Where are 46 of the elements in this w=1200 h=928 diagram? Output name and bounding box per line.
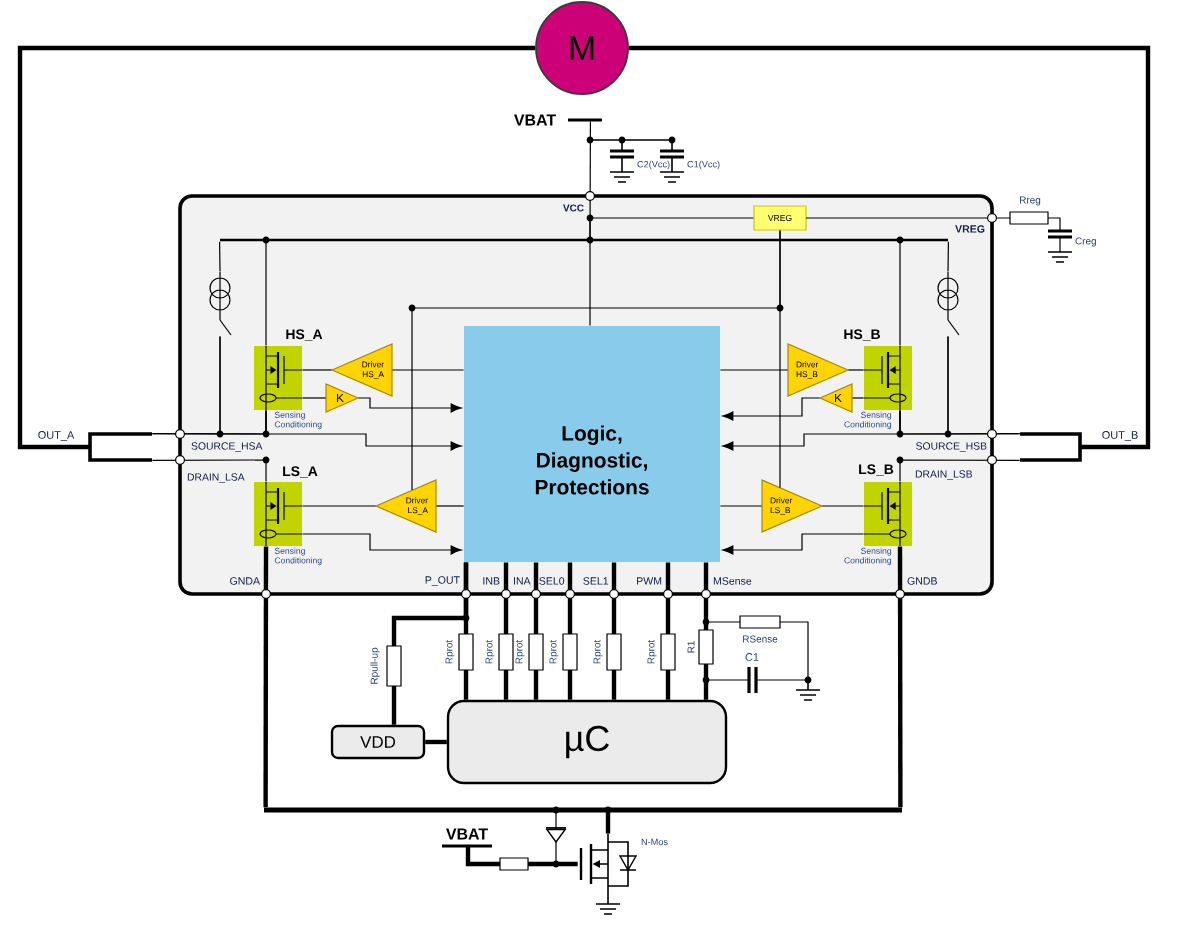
wire (17, 45, 536, 450)
wire (425, 739, 447, 745)
wire (611, 562, 617, 700)
wire (219, 241, 221, 273)
wire (628, 45, 1151, 450)
wire (779, 230, 781, 488)
wire (465, 846, 578, 867)
wire (503, 562, 509, 700)
wire (151, 459, 267, 483)
wire (821, 505, 865, 507)
wire (851, 397, 865, 399)
wire (151, 335, 221, 435)
wire (947, 241, 949, 273)
wire (605, 812, 611, 834)
wire (301, 369, 333, 371)
supply-box: VDD (330, 724, 426, 760)
current-source-symbol (937, 271, 960, 336)
wire (589, 217, 754, 239)
arrow (722, 533, 865, 555)
wire (897, 546, 903, 808)
wire (899, 241, 901, 347)
wire (301, 397, 327, 399)
wire (719, 505, 763, 507)
wire (899, 459, 1021, 483)
arrow (301, 533, 462, 555)
arrow (357, 397, 462, 413)
arrow (722, 397, 821, 421)
current-source-symbol (209, 271, 232, 336)
ground-bus (264, 806, 902, 814)
wire (947, 335, 1021, 435)
wire (665, 562, 671, 700)
wire (263, 546, 269, 808)
logic-block: Logic, Diagnostic, Protections (464, 326, 720, 562)
wire (703, 562, 709, 700)
microcontroller-box: µC (446, 699, 728, 785)
wire (567, 562, 573, 700)
wire (301, 505, 377, 507)
wire (533, 562, 539, 700)
wire (435, 505, 465, 507)
wire (391, 369, 465, 371)
wire (463, 562, 469, 700)
wire (719, 369, 789, 371)
bus-bar (220, 236, 948, 244)
wire (589, 241, 591, 327)
wire (265, 241, 267, 347)
wire (847, 369, 865, 371)
